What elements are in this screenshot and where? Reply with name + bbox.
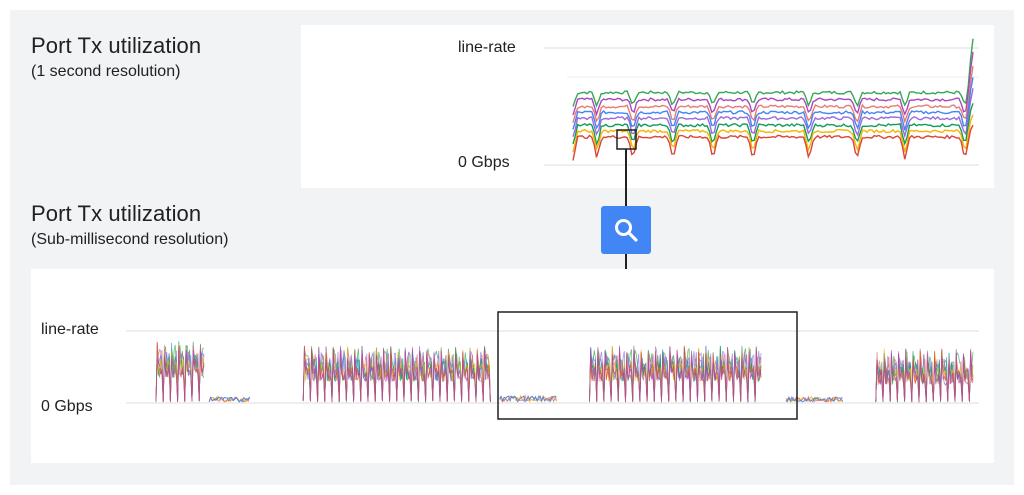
bottom-idle-line: [785, 396, 843, 403]
top-series-line: [572, 103, 974, 147]
top-zoom-selection-box: [616, 129, 637, 150]
bottom-chart-panel: line-rate 0 Gbps: [31, 269, 994, 463]
bottom-idle-line: [499, 394, 557, 403]
bottom-chart-subtitle: (Sub-millisecond resolution): [31, 231, 229, 248]
bottom-zoom-region-box: [497, 311, 798, 420]
bottom-idle-line: [208, 396, 251, 403]
top-series-line: [572, 114, 974, 153]
bottom-ytick-label-zero: 0 Gbps: [41, 398, 93, 415]
top-chart-subtitle: (1 second resolution): [31, 63, 181, 80]
search-icon: [615, 219, 638, 242]
bottom-burst-line: [155, 344, 205, 403]
bottom-ytick-label-linerate: line-rate: [41, 321, 99, 338]
top-ytick-label-zero: 0 Gbps: [458, 154, 510, 171]
top-series-line: [572, 124, 974, 161]
top-series-line: [572, 77, 974, 131]
top-series-line: [572, 88, 974, 139]
top-chart-panel: line-rate 0 Gbps: [301, 25, 994, 188]
bottom-burst-line: [302, 345, 491, 403]
top-chart-title: Port Tx utilization: [31, 33, 202, 58]
top-chart: [544, 38, 979, 166]
top-ytick-label-linerate: line-rate: [458, 39, 516, 56]
zoom-connector-upper: [625, 149, 627, 206]
bottom-idle-line: [785, 395, 844, 403]
bottom-burst-line: [875, 348, 974, 403]
bottom-chart: [126, 311, 979, 420]
top-series-line: [572, 65, 974, 124]
top-series-line: [572, 51, 974, 117]
bottom-chart-title: Port Tx utilization: [31, 201, 202, 226]
zoom-button[interactable]: [601, 206, 651, 254]
bottom-burst-line: [589, 345, 762, 403]
top-series-line: [572, 38, 974, 108]
